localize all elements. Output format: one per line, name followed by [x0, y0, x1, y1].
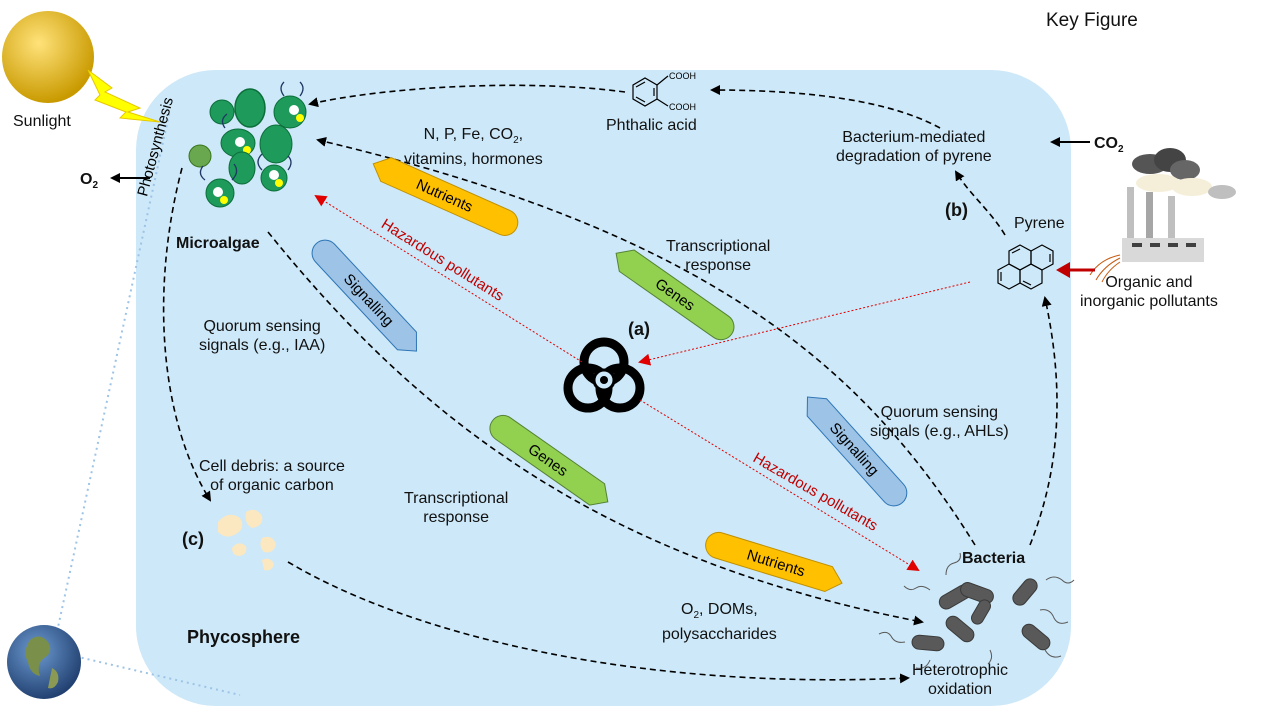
lightning-icon [87, 69, 161, 123]
marker-c: (c) [182, 529, 204, 549]
o2-doms-label: O2, DOMs, polysaccharides [662, 601, 777, 644]
quorum-left-label: Quorum sensing signals (e.g., IAA) [199, 318, 326, 354]
o2-output-label: O2 [80, 171, 99, 192]
arrow-debris-to-oxidation [287, 561, 910, 684]
factory-icon [1122, 148, 1236, 262]
cooh-bottom-label: COOH [669, 102, 696, 112]
marker-a: (a) [628, 319, 650, 339]
microalgae-icon [188, 81, 307, 208]
earth-connector-lower [69, 654, 241, 696]
cell-debris-label: Cell debris: a source of organic carbon [199, 458, 345, 494]
pyrene-label: Pyrene [1014, 215, 1065, 232]
sunlight-label: Sunlight [13, 113, 71, 130]
pollutant-wisps [1089, 254, 1121, 283]
sun-icon [2, 11, 94, 103]
hazard-arrow-to-algae [314, 194, 583, 363]
bacteria-label: Bacteria [962, 550, 1026, 567]
pyrene-icon [997, 244, 1054, 290]
biohazard-icon [563, 337, 645, 413]
nutrient-list-label: N, P, Fe, CO2, vitamins, hormones [404, 126, 543, 169]
cooh-top-label: COOH [669, 71, 696, 81]
co2-input-label: CO2 [1094, 135, 1124, 156]
bacteria-flagella [878, 552, 1075, 669]
earth-icon [7, 625, 81, 699]
arrow-degradation-to-phthalic [710, 85, 941, 129]
transcriptional-top-label: Transcriptional response [666, 238, 771, 274]
transcriptional-bottom-label: Transcriptional response [404, 490, 509, 526]
phycosphere-label: Phycosphere [187, 627, 301, 647]
arrow-phthalic-to-algae [308, 84, 626, 108]
arrow-algae-to-bacteria [267, 231, 924, 626]
quorum-right-label: Quorum sensing signals (e.g., AHLs) [870, 404, 1009, 440]
arrow-algae-to-debris [162, 167, 212, 502]
key-figure-title: Key Figure [1046, 10, 1138, 31]
marker-b: (b) [945, 200, 968, 220]
hazard-arrow-pyrene-to-center [638, 281, 971, 366]
phthalic-acid-icon [632, 75, 669, 107]
organic-pollutants-label: Organic and inorganic pollutants [1080, 274, 1218, 310]
arrow-pollutants-in-head [1056, 262, 1070, 278]
heterotrophic-oxidation-label: Heterotrophic oxidation [912, 662, 1009, 698]
bacterium-degradation-label: Bacterium-mediated degradation of pyrene [836, 129, 992, 165]
microalgae-label: Microalgae [176, 235, 260, 252]
arrow-pyrene-to-degradation [954, 170, 1006, 236]
bacteria-icon [911, 578, 1051, 652]
arrow-bacteria-to-algae [316, 136, 976, 546]
arrow-bacteria-to-pyrene [1029, 296, 1058, 546]
cell-debris-icon [218, 509, 276, 571]
phthalic-acid-label: Phthalic acid [606, 117, 697, 134]
